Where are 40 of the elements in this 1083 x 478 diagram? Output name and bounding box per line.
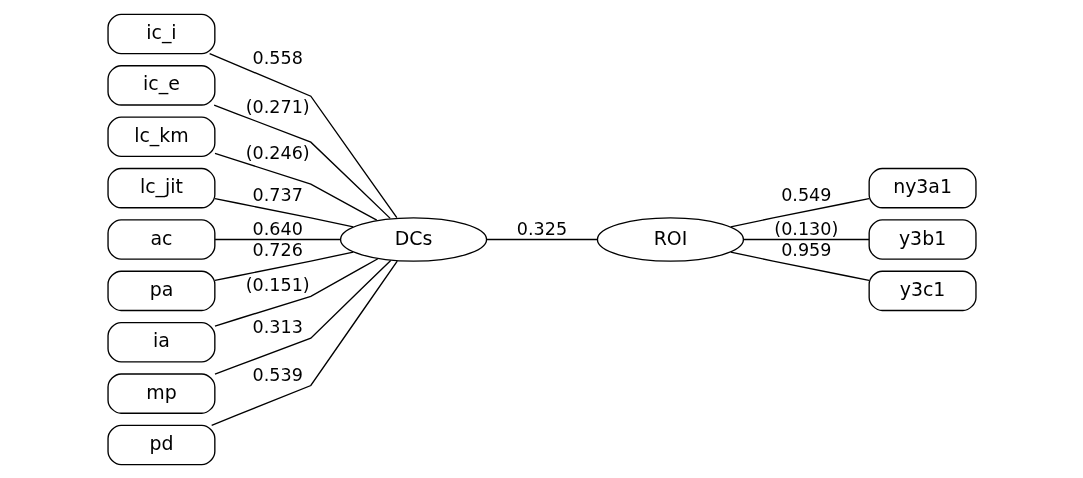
node-ellipse: DCs	[339, 216, 487, 262]
connector	[742, 238, 870, 240]
node-box: lc_km	[106, 115, 215, 157]
connector	[212, 103, 391, 219]
edge-label: 0.959	[780, 239, 831, 260]
edge-label: 0.558	[252, 47, 303, 68]
connector	[213, 259, 391, 375]
edge-label: 0.640	[252, 218, 303, 239]
node-box: ic_e	[106, 64, 215, 106]
connector	[213, 152, 377, 221]
connector	[213, 257, 379, 327]
connector	[213, 238, 341, 240]
node-box: ac	[106, 218, 215, 260]
connector	[729, 250, 870, 281]
node-box: ia	[106, 321, 215, 363]
connector	[210, 259, 398, 426]
edge-label: 0.325	[516, 218, 567, 239]
connector	[485, 238, 598, 240]
edge-label: (0.246)	[245, 142, 310, 163]
node-box: mp	[106, 372, 215, 414]
edge-label: (0.151)	[245, 274, 310, 295]
node-box: y3c1	[868, 270, 977, 311]
edge-label: 0.737	[252, 184, 303, 205]
node-box: ny3a1	[868, 167, 977, 208]
node-box: pd	[106, 424, 215, 465]
node-box: ic_i	[106, 13, 215, 54]
node-ellipse: ROI	[596, 216, 744, 262]
edge-label: (0.271)	[245, 96, 310, 117]
node-box: y3b1	[868, 218, 977, 260]
node-box: lc_jit	[106, 167, 215, 208]
connector	[729, 197, 870, 228]
edge-label: 0.539	[252, 364, 303, 385]
connector	[213, 250, 354, 281]
edge-label: (0.130)	[773, 218, 838, 239]
edge-label: 0.726	[252, 239, 303, 260]
edge-label: 0.549	[780, 184, 831, 205]
edge-label: 0.313	[252, 316, 303, 337]
node-box: pa	[106, 270, 215, 311]
connector	[208, 52, 397, 218]
connector	[213, 197, 354, 228]
